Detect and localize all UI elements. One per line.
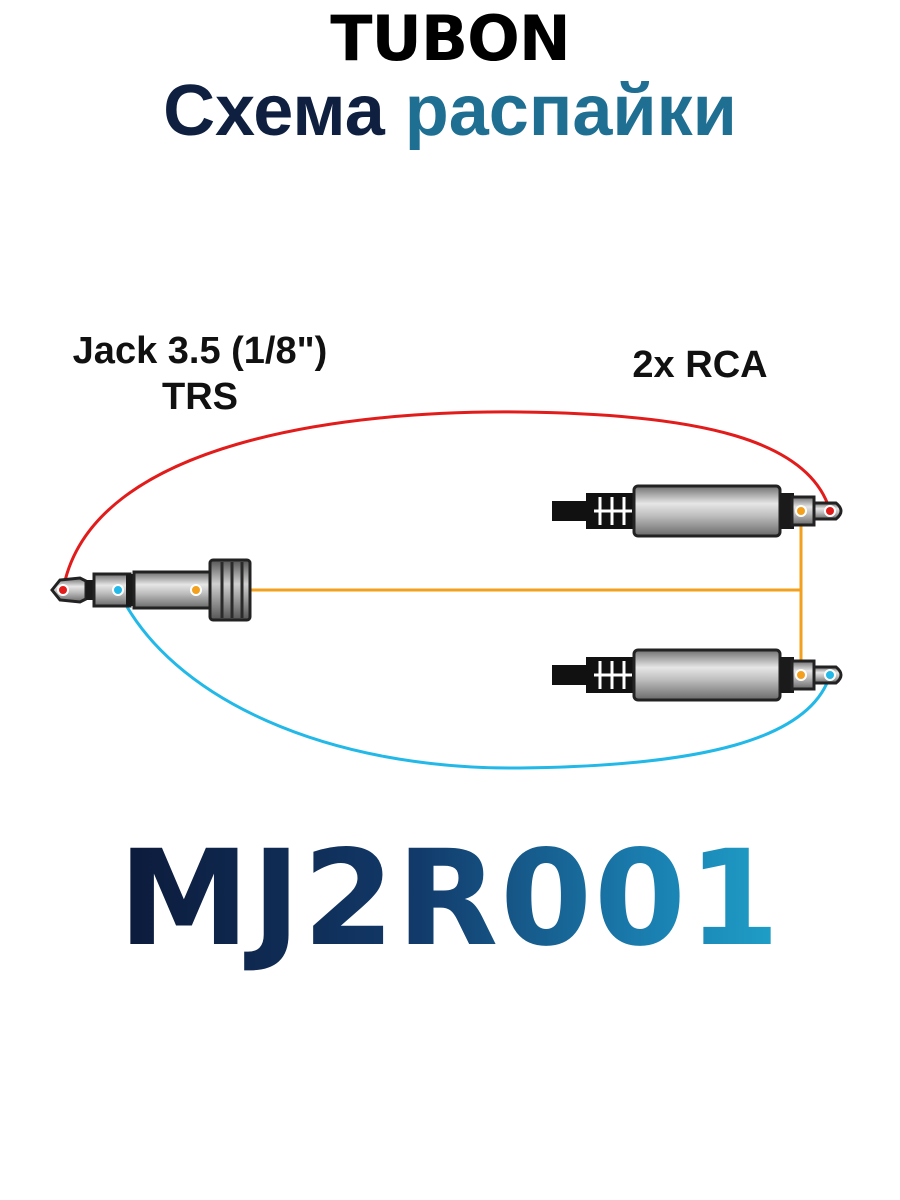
jack-ring-point (112, 584, 124, 596)
model-number-text: MJ2R001 (118, 822, 782, 976)
page-title: Схема распайки (0, 70, 900, 152)
right-channel-wire (116, 589, 832, 770)
brand-logo: TUBON (330, 2, 571, 75)
jack-label-line2: TRS (162, 376, 238, 418)
rca-right-signal-point (824, 669, 836, 681)
ground-wire (196, 511, 803, 675)
jack-label: Jack 3.5 (1/8") TRS (30, 328, 370, 420)
rca-right-ground-point (795, 669, 807, 681)
rca-plug-right (552, 648, 843, 702)
jack-label-line1: Jack 3.5 (1/8") (72, 330, 328, 372)
rca-label: 2x RCA (632, 344, 768, 386)
title-word-2: распайки (404, 71, 737, 151)
wiring-diagram (50, 410, 843, 770)
rca-plug-left (552, 484, 843, 538)
rca-left-signal-point (824, 505, 836, 517)
model-number: MJ2R001 (0, 822, 900, 976)
jack-trs-plug (50, 558, 252, 622)
left-channel-wire (61, 410, 832, 591)
jack-sleeve-point (190, 584, 202, 596)
rca-left-ground-point (795, 505, 807, 517)
jack-tip-point (57, 584, 69, 596)
title-word-1: Схема (163, 71, 385, 151)
